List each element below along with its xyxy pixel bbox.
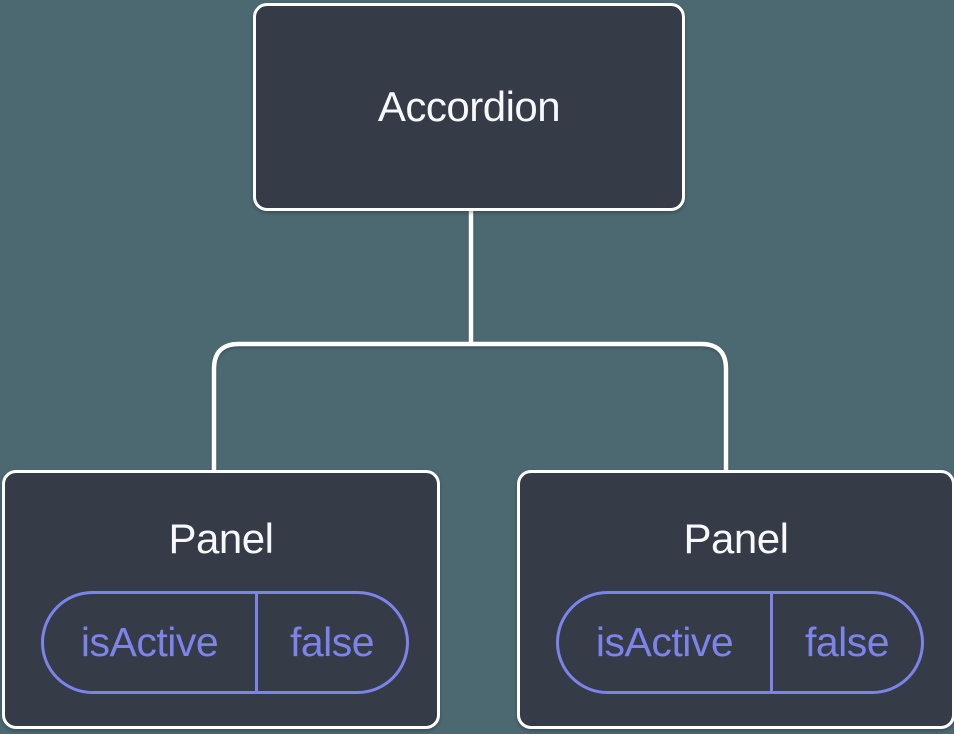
pill-divider (770, 591, 773, 694)
state-pill: isActive false (556, 591, 924, 694)
state-pill: isActive false (41, 591, 409, 694)
panel-node-left: Panel isActive false (2, 470, 440, 729)
pill-divider (255, 591, 258, 694)
connector-branch (211, 341, 729, 471)
state-value: false (804, 619, 890, 665)
state-value: false (289, 619, 375, 665)
state-name: isActive (80, 619, 219, 665)
accordion-node: Accordion (253, 3, 685, 211)
state-name: isActive (595, 619, 734, 665)
panel-node-label: Panel (683, 515, 789, 562)
panel-node-label: Panel (168, 515, 274, 562)
accordion-node-label: Accordion (377, 83, 561, 130)
panel-node-right: Panel isActive false (517, 470, 954, 729)
